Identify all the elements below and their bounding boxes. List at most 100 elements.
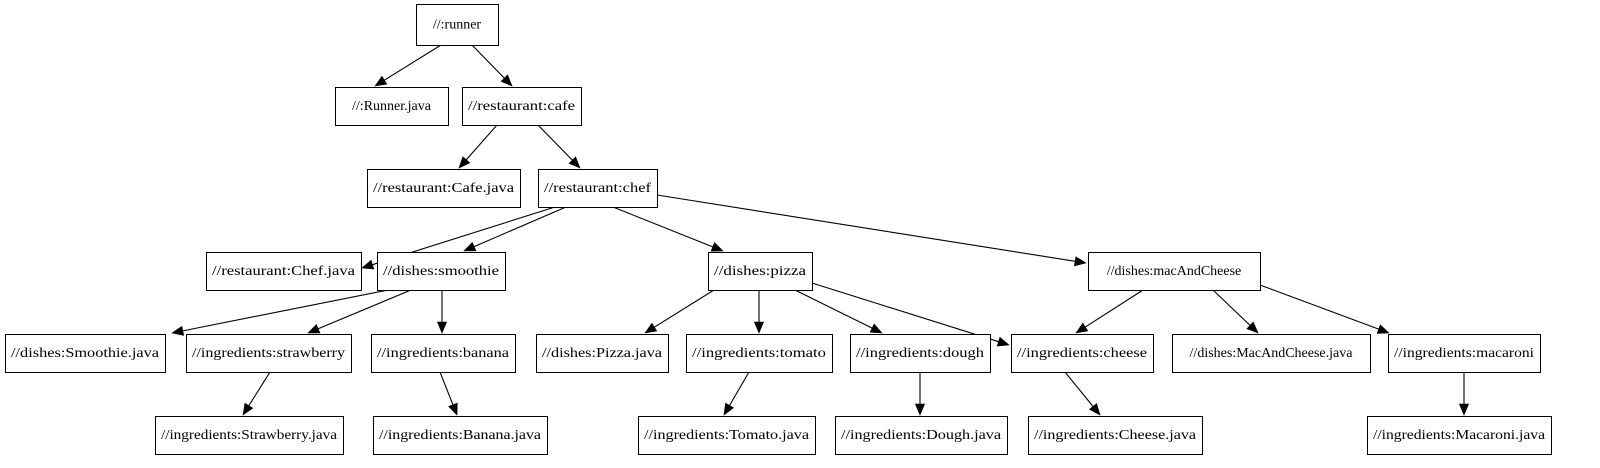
graph-node-banana[interactable]: //ingredients:banana (371, 334, 516, 373)
graph-edge (723, 371, 750, 416)
graph-edge (1075, 289, 1144, 334)
graph-edge (1064, 371, 1101, 416)
graph-node-macandcheese[interactable]: //dishes:macAndCheese (1088, 252, 1261, 291)
graph-node-cafe[interactable]: //restaurant:cafe (462, 87, 582, 126)
edge-line (471, 44, 505, 79)
node-box[interactable] (538, 169, 658, 208)
graph-edge (612, 206, 724, 252)
graph-edge (794, 289, 883, 334)
graph-edge (171, 289, 389, 336)
edge-line (182, 289, 389, 332)
graph-node-macandcheese_java[interactable]: //dishes:MacAndCheese.java (1172, 334, 1371, 373)
node-box[interactable] (371, 334, 516, 373)
graph-node-cafe_java[interactable]: //restaurant:Cafe.java (367, 169, 521, 208)
edge-line (811, 282, 999, 343)
node-box[interactable] (1172, 334, 1371, 373)
edge-line (1212, 289, 1251, 326)
graph-node-tomato[interactable]: //ingredients:tomato (686, 334, 833, 373)
graph-edge (436, 290, 448, 334)
edge-line (794, 289, 873, 329)
graph-node-tomato_java[interactable]: //ingredients:Tomato.java (638, 416, 816, 455)
graph-node-smoothie_java[interactable]: //dishes:Smoothie.java (5, 334, 166, 373)
node-box[interactable] (536, 334, 669, 373)
graph-node-dough_java[interactable]: //ingredients:Dough.java (835, 416, 1008, 455)
node-box[interactable] (835, 416, 1008, 455)
node-label: //ingredients:banana (377, 346, 510, 361)
node-label: //ingredients:tomato (692, 346, 826, 361)
node-label: //dishes:macAndCheese (1107, 264, 1242, 279)
edge-arrowhead-icon (374, 75, 388, 87)
node-box[interactable] (186, 334, 352, 373)
node-box[interactable] (373, 416, 548, 455)
node-box[interactable] (377, 252, 506, 291)
edge-arrowhead-icon (996, 336, 1010, 347)
graph-edge (811, 282, 1010, 347)
node-label: //dishes:MacAndCheese.java (1190, 346, 1354, 361)
node-label: //ingredients:Dough.java (841, 428, 1002, 443)
graph-node-pizza_java[interactable]: //dishes:Pizza.java (536, 334, 669, 373)
graph-node-macaroni[interactable]: //ingredients:macaroni (1388, 334, 1541, 373)
edge-arrowhead-icon (1088, 403, 1101, 416)
node-box[interactable] (1028, 416, 1203, 455)
graph-node-smoothie[interactable]: //dishes:smoothie (377, 252, 506, 291)
edge-arrowhead-icon (710, 242, 724, 252)
edge-arrowhead-icon (458, 156, 471, 169)
graph-node-runner[interactable]: //:runner (416, 4, 499, 46)
node-label: //ingredients:strawberry (192, 346, 345, 361)
graph-node-dough[interactable]: //ingredients:dough (850, 334, 991, 373)
node-box[interactable] (686, 334, 833, 373)
edge-arrowhead-icon (723, 402, 735, 416)
node-box[interactable] (1011, 334, 1154, 373)
edge-line (656, 194, 1076, 262)
node-box[interactable] (206, 252, 362, 291)
graph-node-banana_java[interactable]: //ingredients:Banana.java (373, 416, 548, 455)
node-box[interactable] (1367, 416, 1552, 455)
graph-edge (374, 44, 442, 87)
graph-node-strawberry[interactable]: //ingredients:strawberry (186, 334, 352, 373)
edge-line (248, 371, 271, 406)
node-box[interactable] (367, 169, 521, 208)
graph-node-runner_java[interactable]: //:Runner.java (335, 87, 449, 126)
graph-nodes: //:runner //:Runner.java //restaurant:cafe… (5, 4, 1552, 455)
graph-edge (1212, 289, 1259, 334)
edge-line (1064, 371, 1094, 407)
node-box[interactable] (1088, 252, 1261, 291)
edge-arrowhead-icon (753, 321, 765, 334)
edge-arrowhead-icon (568, 156, 581, 169)
node-label: //dishes:smoothie (383, 264, 499, 279)
graph-node-pizza[interactable]: //dishes:pizza (708, 252, 813, 291)
graph-node-cheese[interactable]: //ingredients:cheese (1011, 334, 1154, 373)
edge-arrowhead-icon (500, 74, 513, 87)
edge-line (1259, 284, 1379, 330)
node-box[interactable] (5, 334, 166, 373)
edge-arrowhead-icon (869, 323, 883, 334)
graph-edge (307, 289, 412, 334)
node-label: //ingredients:cheese (1017, 346, 1147, 361)
node-box[interactable] (638, 416, 816, 455)
graph-edge (463, 206, 567, 252)
node-box[interactable] (1388, 334, 1541, 373)
graph-edges (171, 44, 1470, 416)
node-label: //restaurant:chef (544, 181, 651, 196)
graph-node-chef[interactable]: //restaurant:chef (538, 169, 658, 208)
edge-line (439, 371, 454, 405)
edge-arrowhead-icon (307, 323, 321, 334)
node-label: //ingredients:Cheese.java (1034, 428, 1197, 443)
edge-arrowhead-icon (644, 322, 658, 334)
node-box[interactable] (708, 252, 813, 291)
graph-node-chef_java[interactable]: //restaurant:Chef.java (206, 252, 362, 291)
edge-line (384, 44, 442, 81)
graph-node-cheese_java[interactable]: //ingredients:Cheese.java (1028, 416, 1203, 455)
node-box[interactable] (416, 4, 499, 46)
node-box[interactable] (462, 87, 582, 126)
node-box[interactable] (335, 87, 449, 126)
edge-arrowhead-icon (914, 403, 926, 416)
node-label: //dishes:Smoothie.java (11, 346, 160, 361)
node-label: //ingredients:dough (856, 346, 984, 361)
graph-node-macaroni_java[interactable]: //ingredients:Macaroni.java (1367, 416, 1552, 455)
node-box[interactable] (850, 334, 991, 373)
node-box[interactable] (155, 416, 344, 455)
graph-node-strawberry_java[interactable]: //ingredients:Strawberry.java (155, 416, 344, 455)
